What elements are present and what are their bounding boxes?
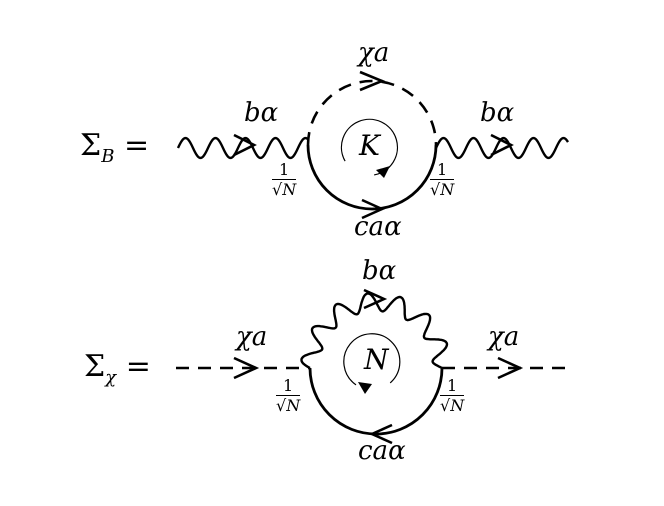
right-external-label: bα xyxy=(480,98,515,128)
loop-label: N xyxy=(364,343,389,376)
loop-circulation-arrowhead xyxy=(358,382,372,394)
lower-propagator-arrow xyxy=(368,423,393,445)
left-external-boson-line xyxy=(176,136,309,160)
lower-propagator-label: caα xyxy=(358,436,406,466)
loop-circulation-arrow xyxy=(343,333,401,386)
upper-dashed-propagator xyxy=(306,79,438,146)
right-external-label: χa xyxy=(488,322,520,352)
loop-circulation-arrow xyxy=(340,118,399,176)
loop-label: K xyxy=(359,129,380,162)
right-vertex-coupling: 1 √N xyxy=(430,160,455,199)
sigma-chi-diagram xyxy=(176,288,574,445)
lower-solid-propagator xyxy=(308,367,444,436)
left-vertex-coupling: 1 √N xyxy=(272,160,297,199)
upper-propagator-arrow xyxy=(363,288,388,310)
loop-circulation-arrowhead xyxy=(376,166,390,178)
left-external-label: bα xyxy=(244,98,279,128)
left-external-arrow xyxy=(233,133,257,157)
upper-propagator-label: bα xyxy=(362,256,397,286)
lower-propagator-label: caα xyxy=(354,212,402,242)
left-external-arrow xyxy=(233,356,260,380)
right-external-arrow xyxy=(490,133,514,157)
upper-propagator-label: χa xyxy=(358,38,390,68)
left-external-label: χa xyxy=(236,322,268,352)
sigma-b-diagram xyxy=(176,70,569,220)
sigma-chi-lhs: Σχ = xyxy=(84,349,151,388)
lower-solid-propagator xyxy=(306,144,438,211)
right-vertex-coupling: 1 √N xyxy=(440,376,465,415)
left-vertex-coupling: 1 √N xyxy=(276,376,301,415)
right-external-arrow xyxy=(497,356,524,380)
upper-propagator-arrow xyxy=(359,70,386,92)
lower-propagator-arrow xyxy=(361,198,386,220)
sigma-b-lhs: ΣB = xyxy=(80,128,150,167)
right-external-boson-line xyxy=(434,136,569,160)
